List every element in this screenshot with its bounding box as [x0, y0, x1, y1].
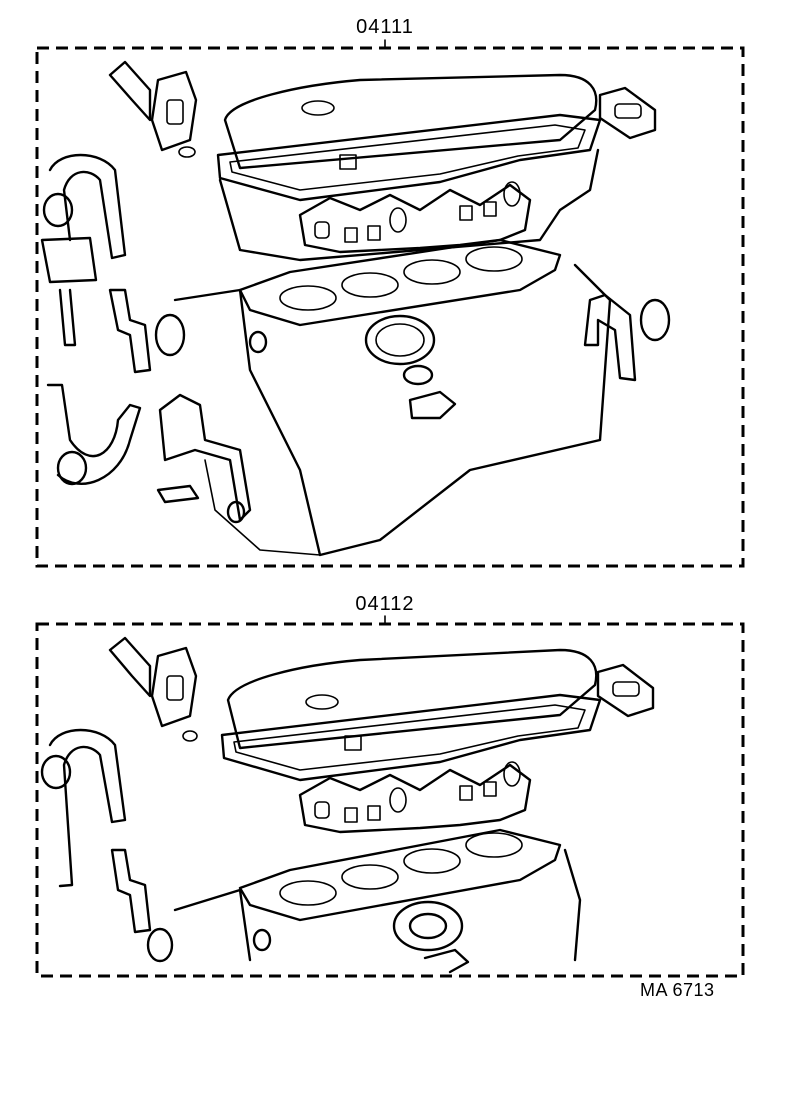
fuel-pump-gasket [423, 948, 470, 974]
oil-filler-cap [305, 694, 339, 710]
cylinder-head-gasket [238, 238, 562, 327]
cylinder-head [218, 148, 600, 262]
small-seal [248, 330, 268, 354]
timing-cover-gasket [48, 153, 127, 260]
o-ring [402, 364, 434, 386]
drain-seal [226, 500, 246, 524]
oil-filler-cap [301, 100, 335, 116]
rear-oil-seal-retainer-gasket [392, 900, 464, 952]
small-gasket [156, 484, 200, 504]
seal-strip [108, 288, 152, 374]
manifold-gasket [298, 763, 532, 834]
water-outlet-pipe [108, 636, 152, 698]
front-seal [146, 927, 174, 963]
o-ring [182, 730, 198, 742]
water-outlet-gasket [150, 70, 198, 152]
kit-frame-04112 [35, 622, 745, 978]
oil-pump-gasket [158, 393, 252, 522]
o-ring [178, 146, 196, 158]
front-seal [154, 313, 186, 357]
kit-part-number-label: 04111 [356, 16, 414, 38]
oil-seal [40, 754, 72, 790]
crank-seal [56, 450, 88, 486]
cylinder-bore [465, 832, 523, 858]
manifold-gasket [298, 183, 532, 254]
lower-timing-cover [46, 383, 142, 485]
exhaust-pipe-gasket [596, 663, 655, 718]
engine-exploded-view-04112 [40, 636, 655, 974]
engine-exploded-view-04111 [40, 60, 671, 557]
rear-seal-retainer-gasket [583, 293, 637, 382]
kit-part-number-label: 04112 [355, 593, 415, 615]
cylinder-bore [403, 259, 461, 285]
bracket-gasket [40, 236, 98, 284]
valve-cover-gasket [220, 693, 602, 782]
plug-seal [344, 735, 362, 751]
valve-cover [223, 73, 598, 170]
water-outlet-pipe [108, 60, 152, 122]
plug-seal [339, 154, 357, 170]
valve-cover-gasket [216, 113, 602, 202]
valve-cover [226, 648, 598, 750]
fuel-pump-gasket [408, 390, 457, 420]
cylinder-bore [341, 864, 399, 890]
oil-seal [42, 192, 74, 228]
illustration-reference-code: MA 6713 [640, 980, 715, 1000]
cylinder-bore [279, 285, 337, 311]
timing-cover-gasket [48, 728, 127, 888]
seal-strip [110, 848, 152, 934]
small-seal [252, 928, 272, 952]
cylinder-head-gasket [238, 828, 562, 922]
cylinder-bore [341, 272, 399, 298]
cylinder-bore [465, 246, 523, 272]
cylinder-bore [403, 848, 461, 874]
exhaust-pipe-gasket [598, 86, 657, 140]
cylinder-bore [279, 880, 337, 906]
engine-block [173, 263, 612, 557]
rear-crank-oil-seal [639, 298, 671, 342]
kit-frame-04111 [35, 46, 745, 568]
engine-block [173, 888, 252, 962]
water-outlet-gasket [150, 646, 198, 728]
rear-oil-seal-retainer-gasket [364, 314, 436, 366]
